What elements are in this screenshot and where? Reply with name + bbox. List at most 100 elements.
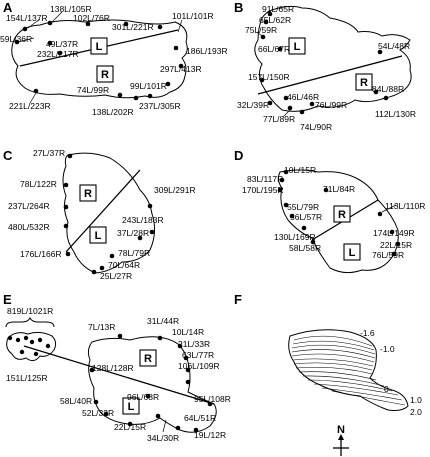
site-marker bbox=[185, 367, 191, 373]
panel-b-site-markers bbox=[259, 11, 389, 115]
panel-d-site-label: 130L/169R bbox=[274, 232, 316, 242]
panel-d-right-label: R bbox=[338, 209, 346, 221]
panel-c-site-label: 243L/183R bbox=[122, 215, 164, 225]
panel-d-site-label: 174L/149R bbox=[373, 228, 415, 238]
panel-d-left-box bbox=[343, 243, 361, 261]
panel-b-left-box bbox=[288, 37, 306, 55]
panel-f-contour-label: -1.6 bbox=[360, 328, 375, 338]
site-marker bbox=[277, 187, 283, 193]
panel-c-left-box bbox=[89, 226, 107, 244]
panel-a-leader bbox=[51, 11, 63, 23]
site-marker bbox=[377, 211, 383, 217]
panel-e-left-label: L bbox=[128, 401, 135, 413]
panel-f-contour-label: -1.0 bbox=[380, 344, 395, 354]
panel-f-contour-label: 2.0 bbox=[410, 407, 422, 417]
panel-d-outline bbox=[277, 169, 399, 274]
panel-e-site-label: 7L/13R bbox=[88, 322, 115, 332]
panel-a-site-label: 101L/101R bbox=[172, 11, 214, 21]
site-marker bbox=[85, 21, 91, 27]
panel-c-site-label: 25L/27R bbox=[100, 271, 132, 281]
panel-a-site-label: 74L/99R bbox=[77, 85, 109, 95]
panel-a-site-label: 232L/217R bbox=[37, 49, 79, 59]
panel-b-site-label: 91L/65R bbox=[262, 4, 294, 14]
site-marker bbox=[133, 95, 139, 101]
site-marker bbox=[283, 169, 289, 175]
panel-b-label: B bbox=[234, 0, 243, 15]
panel-b-site-label: 46L/46R bbox=[287, 92, 319, 102]
panel-e-label: E bbox=[3, 292, 12, 307]
panel-a-site-label: 49L/37R bbox=[46, 39, 78, 49]
site-marker bbox=[267, 100, 273, 106]
panel-e: E R L 819L/1021R 7L/13R 31L/44R 10L/14R … bbox=[3, 292, 231, 443]
panel-c-site-label: 70L/64R bbox=[108, 260, 140, 270]
panel-a-site-label: 99L/101R bbox=[130, 81, 167, 91]
panel-d-site-label: 76L/59R bbox=[372, 250, 404, 260]
site-marker bbox=[178, 63, 184, 69]
site-marker bbox=[137, 235, 143, 241]
panel-a-site-label: 154L/137R bbox=[6, 13, 48, 23]
panel-e-site-label: 106L/109R bbox=[178, 361, 220, 371]
site-marker bbox=[301, 225, 307, 231]
panel-c-site-label: 309L/291R bbox=[154, 185, 196, 195]
panel-d-label: D bbox=[234, 148, 243, 163]
panel-a-left-label: L bbox=[96, 41, 103, 53]
site-marker bbox=[127, 421, 133, 427]
panel-a-leader bbox=[27, 18, 41, 29]
panel-b-site-label: 76L/99R bbox=[315, 100, 347, 110]
panel-e-site-markers bbox=[7, 333, 213, 433]
panel-b-site-label: 112L/130R bbox=[375, 109, 416, 119]
panel-c-site-label: 237L/264R bbox=[8, 201, 50, 211]
panel-d-site-label: 71L/84R bbox=[323, 184, 355, 194]
site-marker bbox=[149, 229, 155, 235]
site-marker bbox=[117, 333, 123, 339]
site-marker bbox=[37, 337, 43, 343]
panel-e-site-label: 22L/15R bbox=[114, 422, 146, 432]
panel-c-site-label: 37L/28R bbox=[117, 228, 149, 238]
panel-a-left-box bbox=[90, 37, 108, 55]
panel-d-site-label: 55L/79R bbox=[287, 202, 319, 212]
panel-d-leader bbox=[381, 204, 397, 213]
site-marker bbox=[45, 343, 51, 349]
panel-e-site-label: 52L/32R bbox=[82, 408, 114, 418]
site-marker bbox=[193, 427, 199, 433]
panel-b-site-label: 75L/59R bbox=[245, 25, 277, 35]
panel-a-right-box bbox=[96, 65, 114, 83]
site-marker bbox=[259, 77, 265, 83]
site-marker bbox=[183, 355, 189, 361]
panel-b: B L R 91L/65R 65L/62R 75L/59R 66L/67R 54… bbox=[234, 0, 416, 132]
site-marker bbox=[33, 88, 39, 94]
site-marker bbox=[165, 81, 171, 87]
panel-a-site-label: 301L/221R bbox=[112, 22, 154, 32]
site-marker bbox=[177, 343, 183, 349]
site-marker bbox=[63, 182, 69, 188]
panel-e-small-outline bbox=[6, 331, 57, 362]
site-marker bbox=[15, 337, 21, 343]
site-marker bbox=[91, 269, 97, 275]
panel-e-site-label: 96L/68R bbox=[127, 392, 159, 402]
site-marker bbox=[145, 393, 151, 399]
panel-b-site-label: 84L/88R bbox=[372, 84, 404, 94]
panel-c-label: C bbox=[3, 148, 13, 163]
panel-b-outline bbox=[254, 5, 412, 112]
panel-e-site-label: 819L/1021R bbox=[7, 306, 53, 316]
panel-e-site-label: 63L/77R bbox=[182, 350, 214, 360]
panel-a-site-label: 221L/223R bbox=[9, 101, 51, 111]
site-marker bbox=[67, 153, 73, 159]
site-marker bbox=[389, 229, 395, 235]
panel-a-right-label: R bbox=[101, 69, 109, 81]
panel-a-site-label: 297L/413R bbox=[160, 64, 202, 74]
panel-c-right-box bbox=[79, 184, 97, 202]
panel-f-contour-label: 0 bbox=[384, 384, 389, 394]
panel-c-site-label: 176L/166R bbox=[20, 249, 62, 259]
site-marker bbox=[7, 335, 13, 341]
site-marker bbox=[14, 39, 20, 45]
panel-e-site-label: 64L/51R bbox=[184, 413, 216, 423]
panel-a: A L R 154L/137R 138L/105R 102L/76R 301L/… bbox=[0, 0, 228, 117]
panel-c-axis-line bbox=[65, 169, 141, 253]
panel-c: C R L 27L/37R 78L/122R 237L/264R 309L/29… bbox=[3, 148, 196, 281]
panel-b-site-label: 74L/90R bbox=[300, 122, 332, 132]
site-marker bbox=[89, 367, 95, 373]
panel-d-site-label: 83L/117R bbox=[247, 174, 283, 184]
panel-c-site-label: 27L/37R bbox=[33, 148, 65, 158]
